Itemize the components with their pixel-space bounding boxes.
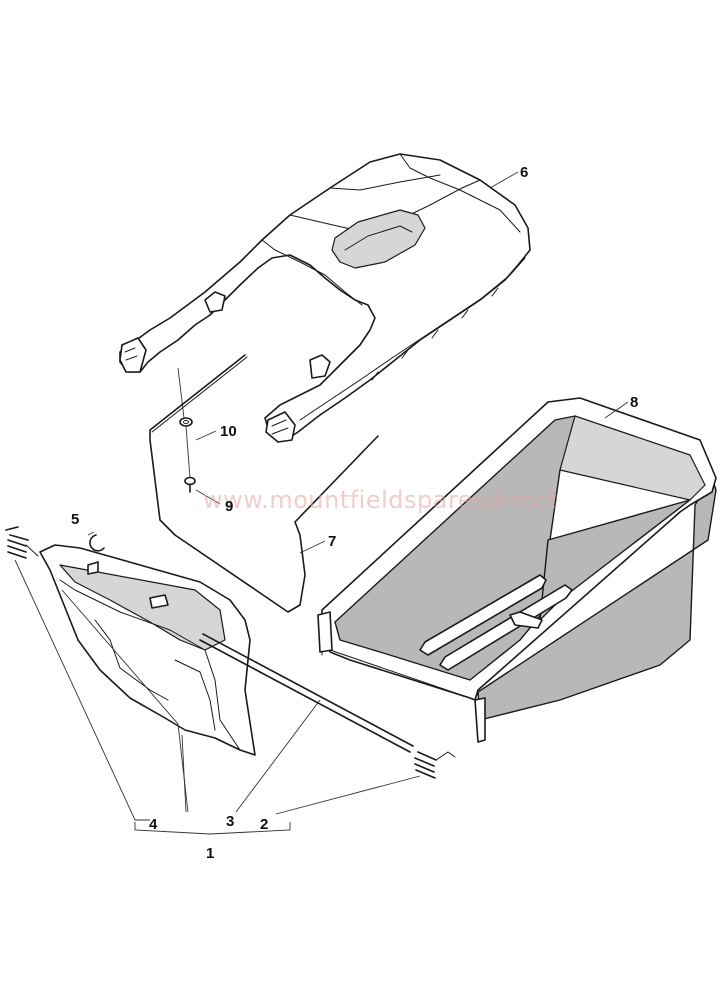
callout-2: 2 xyxy=(260,816,268,833)
watermark-text: www.mountfieldsparesdirect xyxy=(203,486,558,514)
part-2-spring-right xyxy=(414,751,456,779)
callout-10: 10 xyxy=(220,423,237,440)
part-6-bag-cover xyxy=(119,153,531,443)
axis-line-9 xyxy=(185,425,191,479)
axis-line-10 xyxy=(177,367,185,419)
callout-8: 8 xyxy=(630,394,638,411)
part-1-rear-flap xyxy=(39,544,256,756)
part-8-grass-bag xyxy=(317,397,717,743)
part-2-spring-left xyxy=(5,526,39,559)
part-10-washer xyxy=(179,417,193,427)
callout-4: 4 xyxy=(149,816,158,833)
callout-3: 3 xyxy=(226,813,234,830)
callout-7: 7 xyxy=(328,533,336,550)
callout-5: 5 xyxy=(71,511,79,528)
callout-9: 9 xyxy=(225,498,233,515)
part-3-hinge-rod xyxy=(199,633,414,753)
part-9-screw xyxy=(184,476,196,493)
part-7-wire-frame xyxy=(149,354,379,613)
callout-6: 6 xyxy=(520,164,528,181)
callout-1: 1 xyxy=(206,845,214,862)
part-5-clip xyxy=(89,534,105,552)
leader-lines xyxy=(14,171,629,835)
